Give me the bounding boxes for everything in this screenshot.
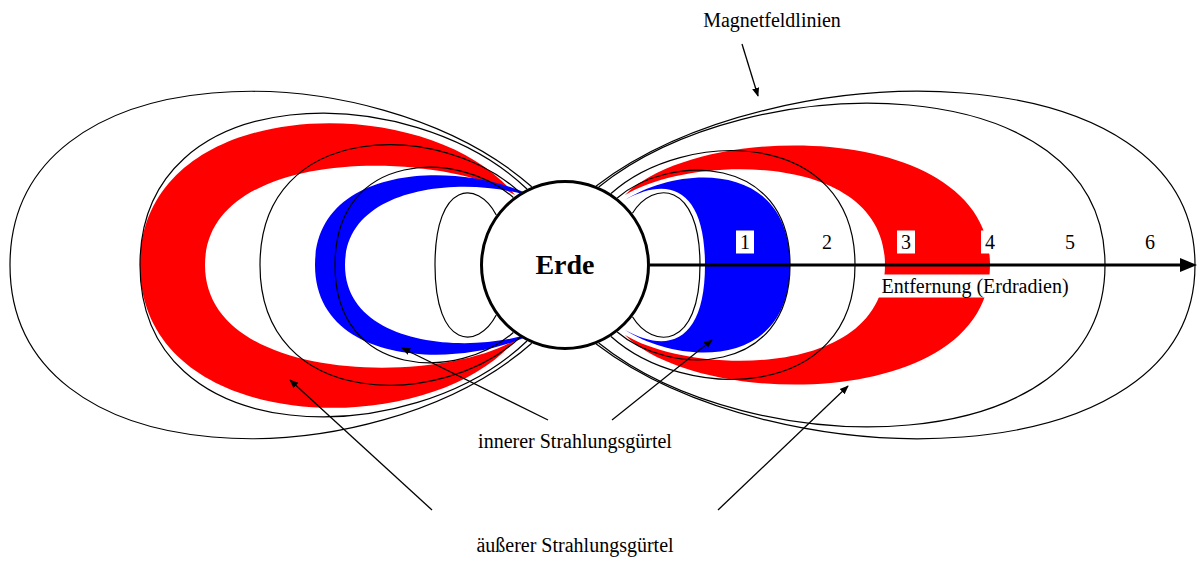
axis-tick-number: 3 xyxy=(897,231,915,254)
axis-arrowhead xyxy=(1180,258,1197,272)
leader-line xyxy=(612,340,712,420)
belt-label: innerer Strahlungsgürtel xyxy=(478,430,672,453)
axis-tick-number: 6 xyxy=(1141,231,1159,254)
field-line xyxy=(596,91,1195,438)
field-line xyxy=(140,113,527,417)
earth-circle-shape xyxy=(482,182,649,349)
field-line xyxy=(10,91,532,438)
belt-label: äußerer Strahlungsgürtel xyxy=(476,534,673,557)
axis-tick-number: 4 xyxy=(981,231,999,254)
axis-tick-number: 1 xyxy=(736,231,754,254)
field-line-label: Magnetfeldlinien xyxy=(703,9,841,32)
axis-title: Entfernung (Erdradien) xyxy=(877,275,1072,298)
leader-line xyxy=(742,44,758,96)
axis-tick-number: 2 xyxy=(818,231,836,254)
leader-line xyxy=(402,348,548,420)
earth-label: Erde xyxy=(535,249,594,281)
leader-line xyxy=(290,380,432,510)
distance-axis xyxy=(650,264,1184,267)
earth-circle: Erde xyxy=(480,180,650,350)
leader-line xyxy=(718,386,848,510)
axis-tick-number: 5 xyxy=(1061,231,1079,254)
